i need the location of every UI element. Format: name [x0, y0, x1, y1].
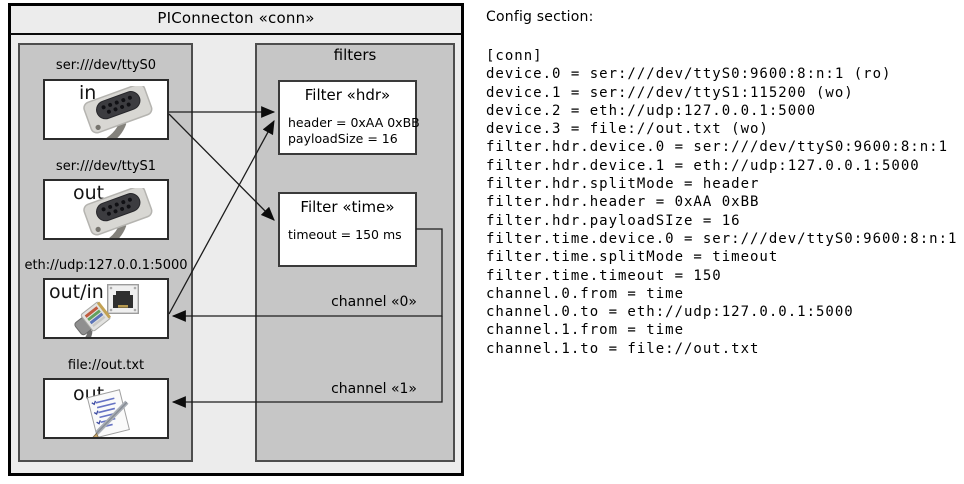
serial-connector-icon [71, 83, 163, 138]
filters-group-label: filters [333, 46, 377, 64]
title-compartment-divider [10, 33, 462, 35]
device-box-ttys0: in [43, 79, 169, 140]
device-box-ttys1: out [43, 179, 169, 240]
device-direction-label: out/in [49, 281, 104, 303]
filter-attribute: header = 0xAA 0xBB [288, 115, 420, 130]
filter-box-hdr: Filter «hdr» header = 0xAA 0xBB payloadS… [278, 80, 420, 155]
filter-attribute: payloadSize = 16 [288, 131, 398, 146]
device-uri-label-ttys1: ser:///dev/ttyS1 [55, 159, 157, 174]
device-direction-label: in [79, 82, 97, 104]
channel-0-label: channel «0» [331, 294, 417, 310]
device-box-file: out [43, 378, 169, 439]
device-direction-label: out [73, 182, 105, 204]
config-text: [conn] device.0 = ser:///dev/ttyS0:9600:… [486, 48, 958, 357]
device-uri-label-file: file://out.txt [67, 358, 145, 373]
filter-attribute: timeout = 150 ms [288, 227, 402, 242]
device-uri-label-ttys0: ser:///dev/ttyS0 [55, 58, 157, 73]
channel-1-label: channel «1» [331, 381, 417, 397]
ethernet-port-icon [106, 283, 140, 318]
filter-box-time: Filter «time» timeout = 150 ms [278, 192, 417, 267]
config-section-heading: Config section: [486, 9, 594, 25]
filter-title: Filter «hdr» [304, 86, 391, 104]
device-uri-label-eth: eth://udp:127.0.0.1:5000 [24, 258, 188, 273]
serial-connector-icon [71, 185, 163, 238]
device-box-eth: out/in [43, 278, 169, 339]
diagram-title: PIConnecton «conn» [157, 9, 315, 27]
ethernet-cable-icon [65, 300, 119, 337]
filter-title: Filter «time» [300, 198, 395, 216]
notepad-pencil-icon [83, 388, 137, 437]
